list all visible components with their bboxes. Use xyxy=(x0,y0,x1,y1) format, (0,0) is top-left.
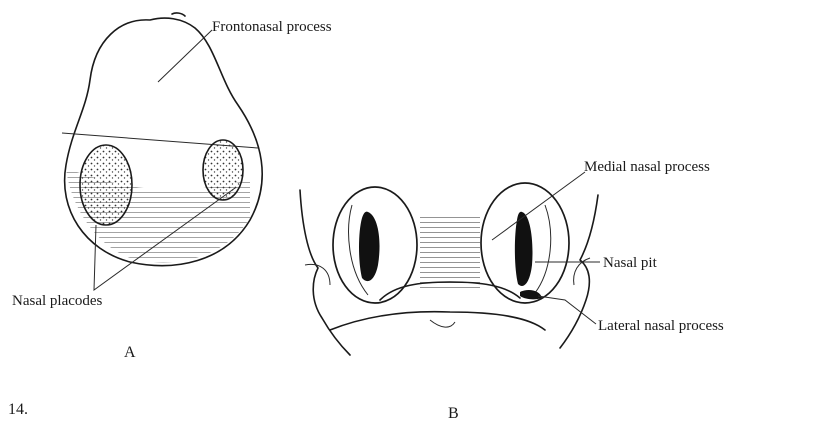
caption-b: B xyxy=(448,405,459,422)
left-nasal-placode xyxy=(80,145,132,225)
label-nasal-pit: Nasal pit xyxy=(603,255,658,271)
caption-a: A xyxy=(124,344,136,361)
label-lateral-nasal-process: Lateral nasal process xyxy=(598,318,724,334)
panel-b: Medial nasal process Nasal pit Lateral n… xyxy=(300,159,724,422)
chin-mark xyxy=(430,320,455,327)
top-mark xyxy=(172,13,185,16)
lateral-pointer xyxy=(538,296,596,324)
jaw-outline xyxy=(330,312,545,330)
figure-number: 14. xyxy=(8,401,28,418)
intermaxillary-hatching xyxy=(420,215,480,290)
panel-a: Frontonasal process Nasal placodes A xyxy=(12,13,332,361)
label-nasal-placodes: Nasal placodes xyxy=(12,293,103,309)
right-nasal-placode xyxy=(203,140,243,200)
label-frontonasal-process: Frontonasal process xyxy=(212,19,332,35)
frontonasal-pointer xyxy=(158,30,212,82)
label-medial-nasal-process: Medial nasal process xyxy=(584,159,710,175)
